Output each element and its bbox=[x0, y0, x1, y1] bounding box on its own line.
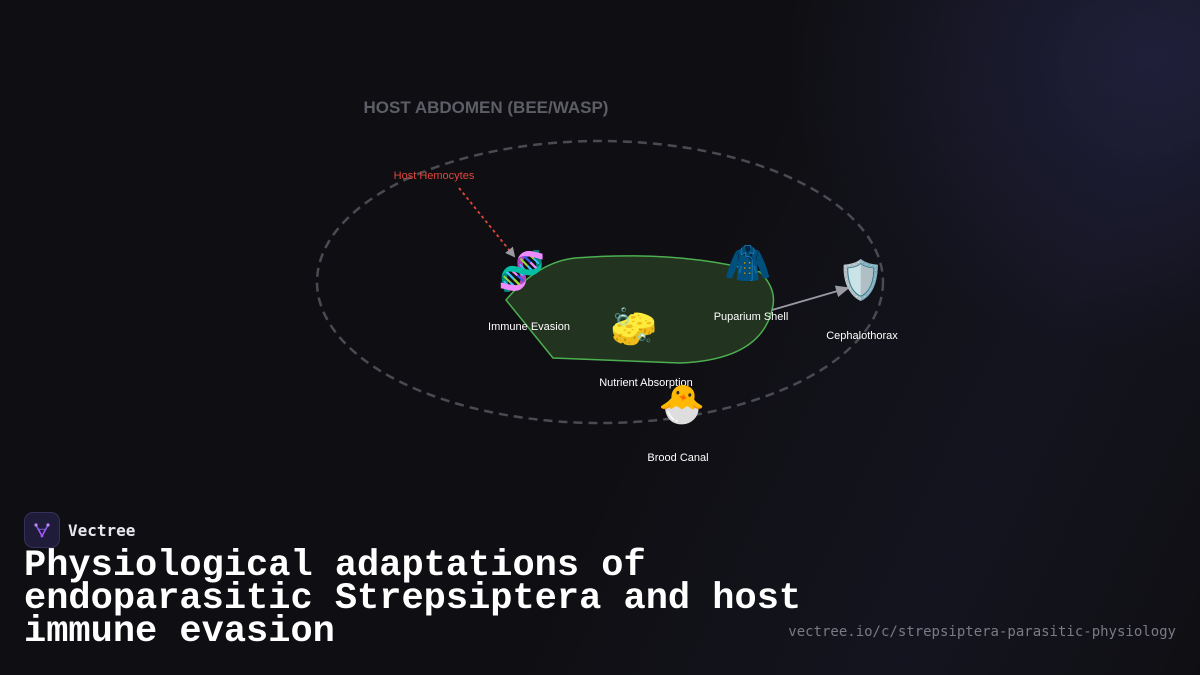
host-hemocytes-label: Host Hemocytes bbox=[394, 170, 475, 182]
nutrient-absorption-label: Nutrient Absorption bbox=[599, 377, 693, 389]
puparium-to-cephalothorax-arrow bbox=[771, 285, 850, 311]
page-title: Physiological adaptations of endoparasit… bbox=[24, 545, 802, 653]
puparium-shell-label: Puparium Shell bbox=[714, 311, 789, 323]
immune-evasion-label: Immune Evasion bbox=[488, 321, 570, 333]
host-abdomen-outline bbox=[315, 139, 885, 425]
brood-canal-label: Brood Canal bbox=[647, 452, 708, 464]
brand: Vectree bbox=[24, 512, 135, 548]
hemocyte-attack-arrow bbox=[458, 187, 516, 258]
dna-icon: 🧬 bbox=[498, 248, 545, 294]
shield-icon: 🛡️ bbox=[837, 258, 884, 302]
brand-name: Vectree bbox=[68, 520, 136, 540]
parasite-body bbox=[505, 255, 775, 364]
hatching-chick-icon: 🐣 bbox=[658, 382, 705, 426]
source-url[interactable]: vectree.io/c/strepsiptera-parasitic-phys… bbox=[788, 624, 1176, 640]
sponge-icon: 🧽 bbox=[610, 305, 662, 349]
coat-icon: 🧥 bbox=[724, 241, 771, 285]
diagram-title: HOST ABDOMEN (BEE/WASP) bbox=[364, 98, 609, 117]
vectree-logo-icon bbox=[24, 512, 60, 548]
cephalothorax-label: Cephalothorax bbox=[826, 330, 898, 342]
